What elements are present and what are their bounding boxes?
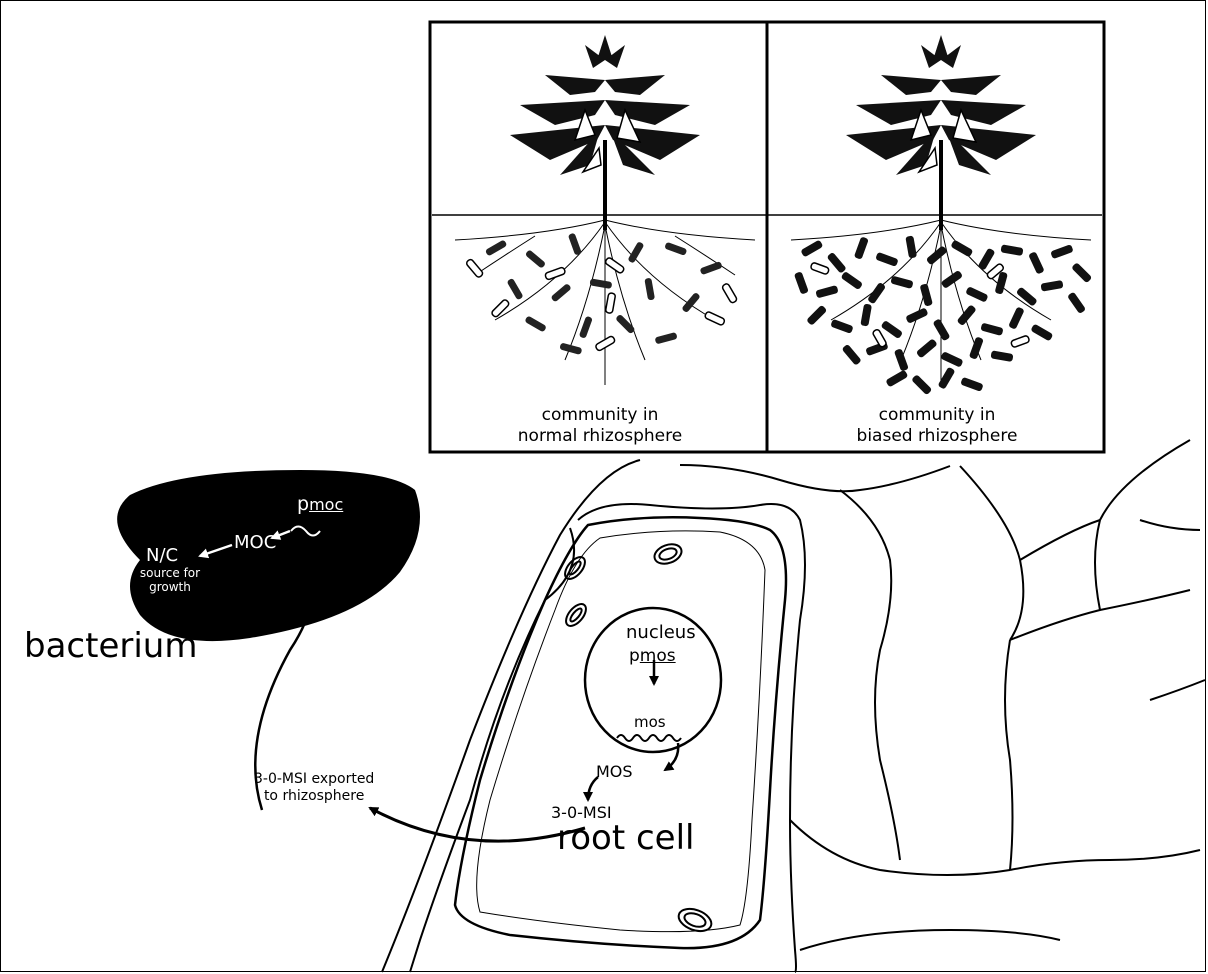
- caption-line: community in: [432, 405, 768, 426]
- root-cell-outline: [455, 517, 786, 948]
- source-line: growth: [138, 580, 202, 594]
- bacterium-title: bacterium: [24, 626, 197, 666]
- nc-label: N/C: [146, 545, 178, 566]
- moc-label: MOC: [234, 532, 276, 553]
- root-cell-title: root cell: [557, 818, 694, 858]
- panel-caption-biased: community in biased rhizosphere: [769, 405, 1105, 447]
- export-label: 3-0-MSI exported to rhizosphere: [254, 771, 374, 805]
- caption-line: community in: [769, 405, 1105, 426]
- mos-promoter-label: pmos: [629, 646, 676, 666]
- export-line: to rhizosphere: [254, 788, 374, 805]
- mos-protein-label: MOS: [596, 762, 633, 781]
- plant-normal: [455, 35, 755, 385]
- nucleus-label: nucleus: [626, 622, 696, 643]
- promoter-gene: mos: [640, 646, 676, 666]
- caption-line: biased rhizosphere: [769, 426, 1105, 447]
- promoter-p: p: [629, 646, 640, 666]
- promoter-p: p: [297, 493, 309, 515]
- cell-walls: [382, 440, 1205, 972]
- source-for-growth-label: source for growth: [138, 566, 202, 594]
- source-line: source for: [138, 566, 202, 580]
- rhizosphere-panels: [430, 22, 1104, 452]
- promoter-gene: moc: [309, 495, 343, 514]
- mos-gene-label: mos: [634, 713, 666, 731]
- panel-caption-normal: community in normal rhizosphere: [432, 405, 768, 447]
- moc-promoter-label: pmoc: [297, 493, 343, 515]
- export-line: 3-0-MSI exported: [254, 771, 374, 788]
- caption-line: normal rhizosphere: [432, 426, 768, 447]
